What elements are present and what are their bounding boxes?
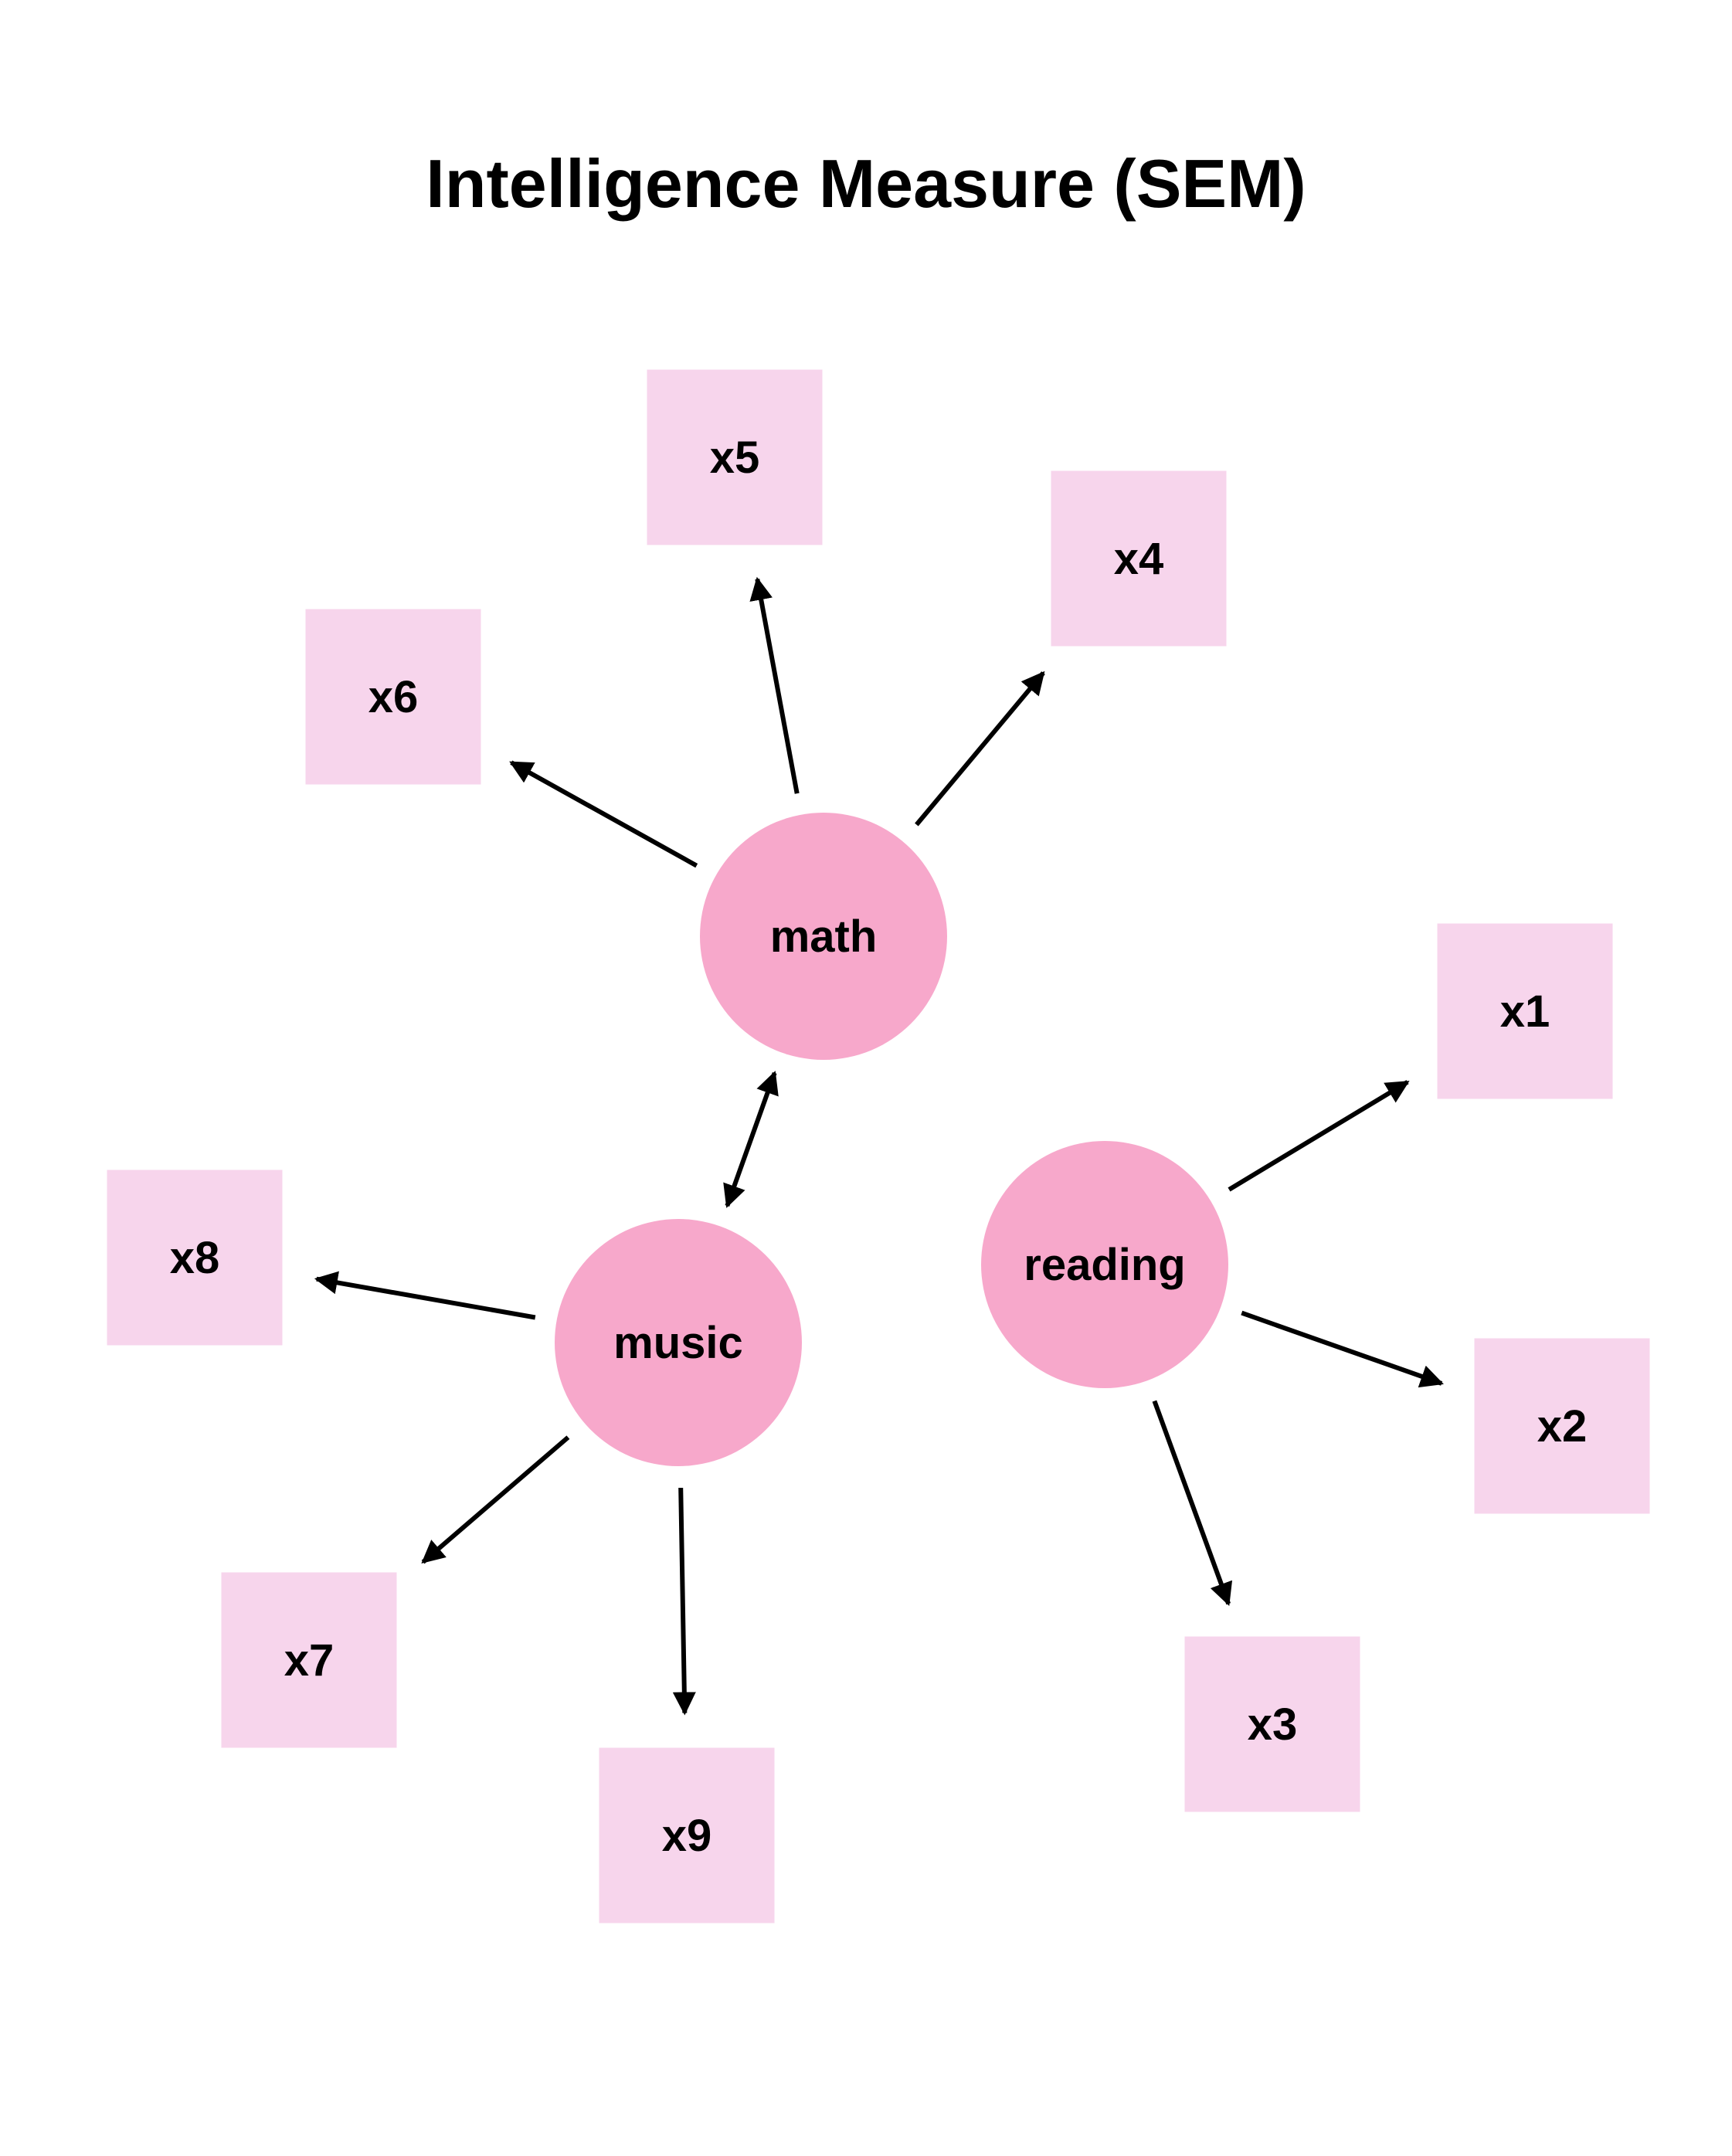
observed-box (107, 1170, 283, 1346)
edge-math-x4 (915, 671, 1045, 827)
nodes-layer: x1 x2 x3 x4 x5 x6 x7 x8 x9 math music reading (107, 369, 1650, 1923)
edge-math-x6 (509, 760, 698, 868)
observed-label: x5 (710, 433, 760, 483)
observed-box (221, 1572, 397, 1748)
latent-label: music (613, 1318, 743, 1368)
observed-label: x4 (1114, 534, 1164, 584)
edge-reading-x3 (1152, 1400, 1233, 1607)
observed-label: x1 (1500, 986, 1550, 1037)
observed-box (305, 609, 481, 785)
edge-math-x5 (749, 576, 800, 794)
observed-box (1184, 1636, 1360, 1812)
observed-label: x8 (170, 1233, 220, 1283)
observed-box (599, 1747, 775, 1923)
observed-label: x7 (284, 1635, 335, 1686)
edge-music-x9 (672, 1487, 696, 1716)
observed-label: x2 (1537, 1401, 1588, 1451)
observed-node-x3: x3 (1184, 1636, 1360, 1812)
latent-label: reading (1024, 1240, 1186, 1290)
observed-node-x4: x4 (1051, 470, 1227, 647)
observed-label: x6 (368, 672, 419, 722)
latent-node-reading: reading (981, 1141, 1228, 1388)
observed-node-x9: x9 (599, 1747, 775, 1923)
observed-node-x6: x6 (305, 609, 481, 785)
edge-reading-x2 (1241, 1310, 1444, 1388)
observed-box (647, 369, 823, 545)
observed-node-x5: x5 (647, 369, 823, 545)
observed-node-x2: x2 (1474, 1338, 1650, 1514)
edge-math-music (723, 1071, 779, 1208)
diagram-title: Intelligence Measure (SEM) (426, 145, 1306, 222)
observed-label: x3 (1248, 1699, 1298, 1750)
latent-circle (981, 1141, 1228, 1388)
observed-node-x1: x1 (1437, 923, 1613, 1099)
edges-layer (314, 576, 1444, 1716)
latent-node-math: math (700, 813, 947, 1060)
edge-music-x8 (314, 1271, 536, 1320)
latent-circle (555, 1219, 802, 1466)
edge-reading-x1 (1228, 1080, 1410, 1192)
latent-label: math (770, 912, 878, 962)
observed-label: x9 (662, 1811, 712, 1861)
observed-box (1051, 470, 1227, 647)
observed-box (1437, 923, 1613, 1099)
observed-box (1474, 1338, 1650, 1514)
observed-node-x8: x8 (107, 1170, 283, 1346)
observed-node-x7: x7 (221, 1572, 397, 1748)
edge-music-x7 (421, 1435, 570, 1564)
latent-node-music: music (555, 1219, 802, 1466)
latent-circle (700, 813, 947, 1060)
